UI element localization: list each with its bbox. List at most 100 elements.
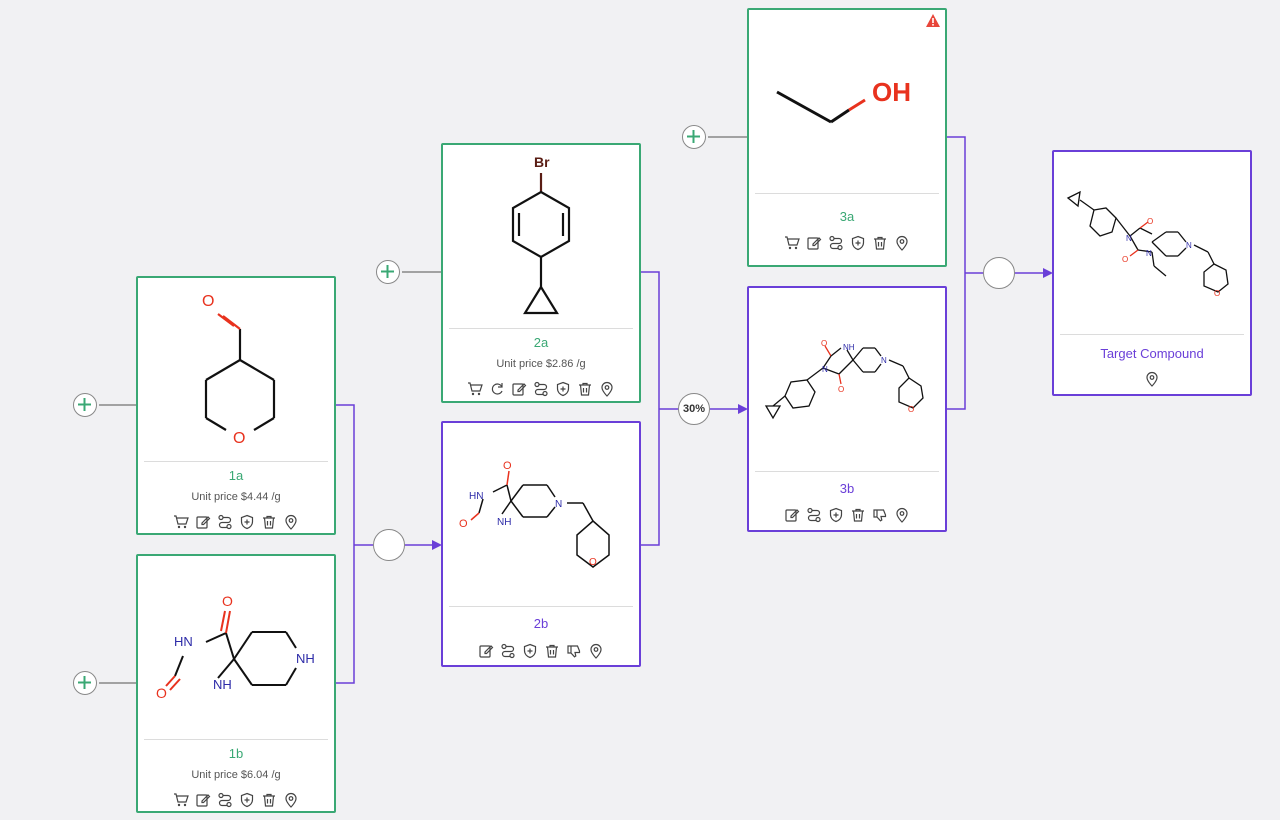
compound-card-1a[interactable]: O O 1a Unit price $4.44 /g	[136, 276, 336, 535]
atom-label: N	[881, 356, 887, 365]
compound-label: 3a	[839, 209, 855, 224]
compound-label: Target Compound	[1100, 346, 1204, 361]
card-toolbar	[443, 381, 639, 397]
atom-label: NH	[497, 517, 511, 528]
compound-card-3a[interactable]: OH 3a	[747, 8, 947, 267]
reaction-node-2-yield[interactable]: 30%	[678, 393, 710, 425]
trash-icon[interactable]	[544, 643, 560, 659]
location-pin-icon[interactable]	[599, 381, 615, 397]
compound-card-2b[interactable]: O HN NH N O O 2b	[441, 421, 641, 667]
cart-icon[interactable]	[173, 514, 189, 530]
shield-icon[interactable]	[555, 381, 571, 397]
reaction-node-3[interactable]	[983, 257, 1015, 289]
edit-icon[interactable]	[511, 381, 527, 397]
atom-label: N	[822, 365, 828, 374]
location-pin-icon[interactable]	[894, 507, 910, 523]
atom-label: N	[1146, 249, 1152, 258]
shield-icon[interactable]	[239, 792, 255, 808]
edit-icon[interactable]	[806, 235, 822, 251]
card-toolbar	[749, 507, 945, 523]
route-icon[interactable]	[533, 381, 549, 397]
location-pin-icon[interactable]	[1144, 371, 1160, 387]
molecule-structure: O HN NH NH O	[156, 593, 315, 701]
molecule-structure: O O	[202, 293, 276, 447]
add-precursor-button-1a[interactable]	[73, 393, 97, 417]
target-compound-card[interactable]: O N N O N O Target Compound	[1052, 150, 1252, 396]
route-icon[interactable]	[828, 235, 844, 251]
atom-label: NH	[296, 651, 315, 666]
shield-icon[interactable]	[828, 507, 844, 523]
compound-card-1b[interactable]: O HN NH NH O 1b Unit price $6.04 /g	[136, 554, 336, 813]
atom-label: OH	[872, 77, 911, 107]
molecule-structure: Br	[511, 154, 571, 315]
route-icon[interactable]	[217, 514, 233, 530]
atom-label: O	[908, 405, 914, 414]
atom-label: NH	[213, 677, 232, 692]
shield-icon[interactable]	[239, 514, 255, 530]
location-pin-icon[interactable]	[894, 235, 910, 251]
trash-icon[interactable]	[872, 235, 888, 251]
atom-label: O	[1122, 255, 1128, 264]
atom-label: Br	[534, 154, 550, 170]
card-toolbar	[138, 792, 334, 808]
thumbs-down-icon[interactable]	[566, 643, 582, 659]
reaction-node-1[interactable]	[373, 529, 405, 561]
unit-price: Unit price $4.44 /g	[191, 491, 281, 503]
compound-label: 2a	[533, 335, 549, 350]
thumbs-down-icon[interactable]	[872, 507, 888, 523]
atom-label: O	[222, 593, 233, 609]
location-pin-icon[interactable]	[283, 514, 299, 530]
compound-label: 1a	[228, 468, 244, 483]
route-icon[interactable]	[806, 507, 822, 523]
edit-icon[interactable]	[784, 507, 800, 523]
atom-label: O	[1214, 289, 1220, 298]
atom-label: NH	[843, 343, 855, 352]
cart-icon[interactable]	[784, 235, 800, 251]
atom-label: HN	[174, 634, 193, 649]
atom-label: O	[589, 557, 597, 568]
trash-icon[interactable]	[577, 381, 593, 397]
cart-icon[interactable]	[467, 381, 483, 397]
card-toolbar	[1054, 371, 1250, 387]
trash-icon[interactable]	[261, 514, 277, 530]
add-precursor-button-1b[interactable]	[73, 671, 97, 695]
compound-label: 3b	[839, 481, 855, 496]
location-pin-icon[interactable]	[283, 792, 299, 808]
atom-label: O	[838, 385, 844, 394]
atom-label: O	[1147, 217, 1153, 226]
compound-label: 2b	[533, 616, 549, 631]
shield-icon[interactable]	[522, 643, 538, 659]
add-precursor-button-3a[interactable]	[682, 125, 706, 149]
atom-label: O	[156, 685, 167, 701]
compound-card-3b[interactable]: O NH N O N O 3b	[747, 286, 947, 532]
location-pin-icon[interactable]	[588, 643, 604, 659]
card-toolbar	[443, 643, 639, 659]
shield-icon[interactable]	[850, 235, 866, 251]
atom-label: O	[202, 293, 214, 310]
add-precursor-button-2a[interactable]	[376, 260, 400, 284]
route-icon[interactable]	[500, 643, 516, 659]
edit-icon[interactable]	[478, 643, 494, 659]
molecule-structure: O HN NH N O O	[459, 460, 610, 568]
edit-icon[interactable]	[195, 514, 211, 530]
route-icon[interactable]	[217, 792, 233, 808]
atom-label: O	[821, 339, 827, 348]
unit-price: Unit price $6.04 /g	[191, 769, 281, 781]
edit-icon[interactable]	[195, 792, 211, 808]
trash-icon[interactable]	[261, 792, 277, 808]
cart-icon[interactable]	[173, 792, 189, 808]
warning-icon[interactable]	[925, 13, 941, 29]
molecule-structure: OH	[776, 77, 911, 124]
compound-card-2a[interactable]: Br 2a Unit price $2.86 /g	[441, 143, 641, 403]
atom-label: N	[555, 499, 562, 510]
refresh-icon[interactable]	[489, 381, 505, 397]
molecule-structure: O N N O N O	[1066, 190, 1229, 298]
atom-label: O	[233, 430, 245, 447]
atom-label: O	[459, 518, 468, 530]
card-toolbar	[138, 514, 334, 530]
molecule-structure: O NH N O N O	[764, 339, 924, 420]
unit-price: Unit price $2.86 /g	[496, 358, 586, 370]
card-toolbar	[749, 235, 945, 251]
atom-label: O	[503, 460, 512, 472]
trash-icon[interactable]	[850, 507, 866, 523]
